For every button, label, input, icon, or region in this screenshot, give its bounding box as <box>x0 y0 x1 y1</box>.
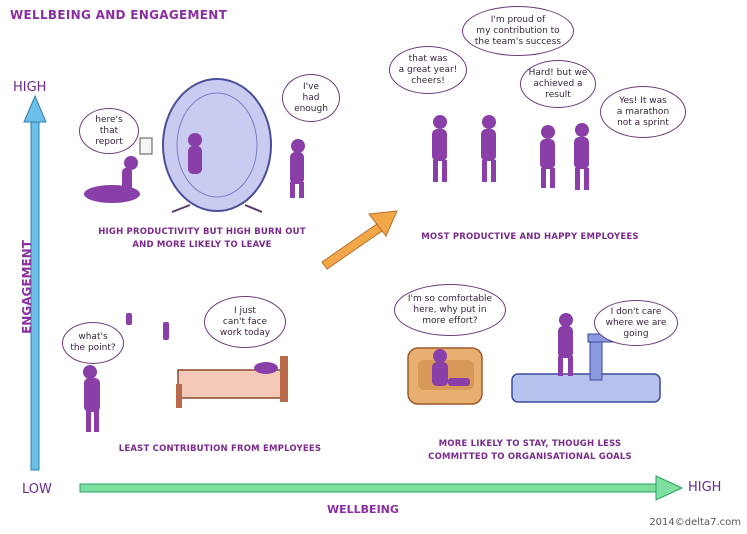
diagram-title: WELLBEING AND ENGAGEMENT <box>10 8 228 22</box>
speech-bubble-report-text: here's that report <box>95 114 123 147</box>
speech-bubble-hard-text: Hard! but we achieved a result <box>528 67 588 100</box>
speech-bubble-enough-text: I've had enough <box>294 81 328 114</box>
caption-top-left-line1: HIGH PRODUCTIVITY BUT HIGH BURN OUT <box>98 227 306 237</box>
copyright-text: 2014©delta7.com <box>649 517 741 528</box>
x-axis-arrow <box>79 475 684 501</box>
figure-in-wheel <box>188 133 202 174</box>
speech-bubble-hard: Hard! but we achieved a result <box>520 60 596 108</box>
x-axis-low-label: LOW <box>22 482 52 497</box>
speech-bubble-face-work-text: I just can't face work today <box>219 305 271 338</box>
y-axis-high-label: HIGH <box>13 80 47 95</box>
speech-bubble-proud-text: I'm proud of my contribution to the team… <box>474 14 562 47</box>
figure-leaving <box>290 139 305 198</box>
diagonal-arrow <box>321 210 398 270</box>
report-paper-icon <box>139 137 153 155</box>
speech-bubble-cheers-text: that was a great year! cheers! <box>398 53 458 86</box>
caption-bottom-right: MORE LIKELY TO STAY, THOUGH LESS COMMITT… <box>405 438 655 464</box>
y-axis-arrow <box>23 94 47 471</box>
figures-handshake <box>540 123 589 190</box>
x-axis-high-label: HIGH <box>688 480 722 495</box>
treadmill <box>511 333 661 403</box>
x-axis-title: WELLBEING <box>327 503 399 516</box>
speech-bubble-face-work: I just can't face work today <box>204 296 286 348</box>
hamster-wheel <box>162 78 272 213</box>
speech-bubble-report: here's that report <box>79 108 139 154</box>
speech-bubble-dont-care-text: I don't care where we are going <box>605 306 667 339</box>
speech-bubble-enough: I've had enough <box>282 74 340 122</box>
figure-slumped <box>83 365 100 432</box>
bed <box>176 356 288 408</box>
speech-bubble-point-text: what's the point? <box>70 332 116 353</box>
figure-walking <box>558 313 573 376</box>
caption-bottom-right-line1: MORE LIKELY TO STAY, THOUGH LESS <box>438 439 622 449</box>
figures-toasting <box>432 115 496 182</box>
caption-top-left: HIGH PRODUCTIVITY BUT HIGH BURN OUT AND … <box>82 226 322 252</box>
figure-sitting <box>432 349 470 386</box>
speech-bubble-marathon-text: Yes! It was a marathon not a sprint <box>616 95 670 128</box>
caption-top-right: MOST PRODUCTIVE AND HAPPY EMPLOYEES <box>421 232 639 242</box>
figure-crawling <box>84 156 140 203</box>
caption-bottom-left: LEAST CONTRIBUTION FROM EMPLOYEES <box>118 444 322 454</box>
speech-bubble-comfortable: I'm so comfortable here, why put in more… <box>394 284 506 336</box>
speech-bubble-dont-care: I don't care where we are going <box>594 300 678 346</box>
caption-bottom-right-line2: COMMITTED TO ORGANISATIONAL GOALS <box>428 452 632 462</box>
speech-bubble-marathon: Yes! It was a marathon not a sprint <box>600 86 686 138</box>
speech-bubble-point: what's the point? <box>62 322 124 364</box>
caption-top-left-line2: AND MORE LIKELY TO LEAVE <box>132 240 272 250</box>
small-figures <box>126 313 169 340</box>
y-axis-title: ENGAGEMENT <box>19 240 34 334</box>
speech-bubble-cheers: that was a great year! cheers! <box>389 46 467 94</box>
speech-bubble-proud: I'm proud of my contribution to the team… <box>462 6 574 56</box>
speech-bubble-comfortable-text: I'm so comfortable here, why put in more… <box>407 293 493 326</box>
